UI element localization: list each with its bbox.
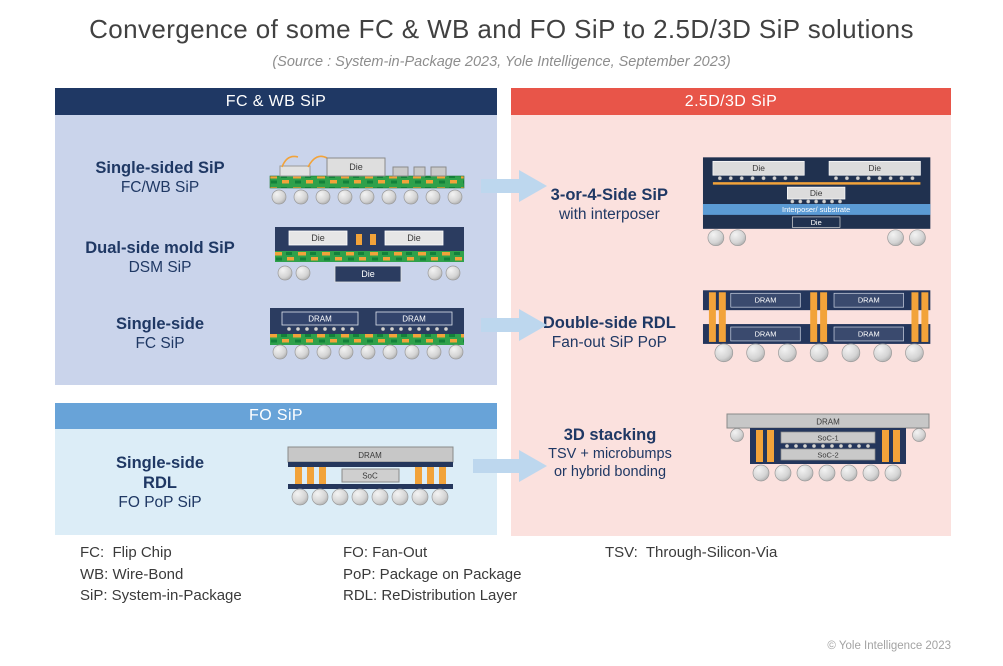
row-title: 3-or-4-Side SiP (550, 186, 669, 204)
die-label: Die (868, 163, 881, 173)
row-subtitle: FC SiP (135, 335, 185, 352)
panel-header-25d-3d-sip: 2.5D/3D SiP (511, 88, 951, 115)
row-labels: Single-side FC SiP (55, 314, 265, 353)
chip-illustration-fo-pop: DRAM SoC (287, 446, 454, 506)
dram-label: DRAM (754, 296, 776, 305)
row-subtitle: FO PoP SiP (118, 493, 202, 511)
row-labels: Single-side RDL FO PoP SiP (55, 453, 265, 512)
legend-item-sip: SiP: System-in-Package (80, 587, 242, 604)
row-3d-stacking: 3D stacking TSV + microbumps or hybrid b… (511, 412, 951, 494)
panel-body-25d-3d-sip: 3-or-4-Side SiP with interposer Die Die … (511, 115, 951, 536)
legend-item-tsv: TSV: Through-Silicon-Via (605, 544, 778, 561)
flow-arrow-icon-fc-to-double-side-rdl (481, 309, 547, 341)
chip-illustration-3d-stacking: DRAM SoC-1 SoC-2 (726, 413, 930, 482)
soc-label: SoC (362, 472, 378, 481)
legend-item-wb: WB: Wire-Bond (80, 565, 184, 583)
row-single-side-fc-sip: Single-side FC SiP DRAM DRAM (55, 307, 497, 360)
row-labels: Dual-side mold SiP DSM SiP (55, 238, 265, 277)
legend-item-pop: PoP: Package on Package (343, 565, 522, 583)
dram-label: DRAM (858, 329, 880, 338)
panel-header-fc-wb-sip: FC & WB SiP (55, 88, 497, 115)
row-double-side-rdl: Double-side RDL Fan-out SiP PoP DRAM DRA… (511, 288, 951, 376)
page-title: Convergence of some FC & WB and FO SiP t… (89, 14, 914, 44)
die-label: Die (361, 269, 375, 279)
row-subtitle: TSV + microbumps (548, 446, 672, 462)
legend-col-tsv: TSV: Through-Silicon-Via (605, 542, 777, 564)
die-label: Die (752, 163, 765, 173)
die-label: Die (810, 218, 821, 227)
panel-header-fo-sip: FO SiP (55, 403, 497, 429)
die-label: Die (810, 188, 823, 198)
chip-illustration-single-side-fc: DRAM DRAM (270, 307, 464, 359)
row-single-sided-sip: Single-sided SiP FC/WB SiP Die (55, 149, 497, 207)
dram-label: DRAM (816, 418, 840, 427)
row-title: Single-sided SiP (95, 159, 225, 177)
row-title-line1: Single-side (115, 453, 205, 472)
row-3-or-4-side-sip: 3-or-4-Side SiP with interposer Die Die … (511, 157, 951, 252)
panel-fc-wb-sip: FC & WB SiP Single-sided SiP FC/WB SiP D… (55, 88, 497, 385)
flow-arrow-icon-fcwb-to-3or4side (481, 170, 547, 202)
row-single-side-rdl: Single-side RDL FO PoP SiP DRAM SoC (55, 445, 497, 519)
row-subtitle-line2: or hybrid bonding (553, 464, 667, 480)
die-label: Die (311, 233, 325, 243)
die-label: Die (407, 233, 421, 243)
row-title: Single-side (115, 315, 205, 333)
row-title: Double-side RDL (542, 313, 676, 332)
soc2-label: SoC-2 (817, 451, 838, 460)
legend-item-fo: FO: Fan-Out (343, 544, 428, 561)
dram-label: DRAM (754, 329, 776, 338)
flow-arrow-icon-fo-to-3d-stacking (473, 450, 547, 482)
chip-illustration-dual-side-mold: Die Die Die (275, 227, 464, 283)
legend-item-rdl: RDL: ReDistribution Layer (343, 587, 518, 604)
row-subtitle: with interposer (558, 206, 660, 223)
row-subtitle: Fan-out SiP PoP (551, 333, 667, 351)
dram-label: DRAM (358, 451, 382, 460)
row-title-line2: RDL (143, 473, 177, 492)
legend-col-fc-wb-sip: FC: Flip Chip WB: Wire-Bond SiP: System-… (80, 542, 242, 607)
row-labels: 3D stacking TSV + microbumps or hybrid b… (519, 425, 701, 481)
legend-item-fc: FC: Flip Chip (80, 544, 172, 561)
row-subtitle: FC/WB SiP (120, 179, 200, 196)
source-subtitle: (Source : System-in-Package 2023, Yole I… (272, 54, 731, 70)
chip-illustration-double-side-rdl: DRAM DRAM DRAM DRAM (702, 290, 931, 363)
chip-illustration-single-sided-sip: Die (269, 155, 465, 204)
interposer-label: Interposer/ substrate (782, 205, 850, 214)
panel-body-fo-sip: Single-side RDL FO PoP SiP DRAM SoC (55, 429, 497, 535)
row-labels: 3-or-4-Side SiP with interposer (519, 185, 700, 224)
row-title: 3D stacking (563, 426, 657, 444)
dram-label: DRAM (402, 314, 426, 323)
row-subtitle: DSM SiP (128, 258, 192, 276)
die-label: Die (349, 162, 363, 172)
panel-body-fc-wb-sip: Single-sided SiP FC/WB SiP Die (55, 115, 497, 385)
panel-fo-sip: FO SiP Single-side RDL FO PoP SiP DRAM (55, 403, 497, 535)
panel-25d-3d-sip: 2.5D/3D SiP 3-or-4-Side SiP with interpo… (511, 88, 951, 536)
row-labels: Single-sided SiP FC/WB SiP (55, 158, 265, 197)
dram-label: DRAM (308, 314, 332, 323)
legend-col-fo-pop-rdl: FO: Fan-Out PoP: Package on Package RDL:… (343, 542, 521, 607)
copyright-notice: © Yole Intelligence 2023 (827, 640, 951, 652)
row-title: Dual-side mold SiP (85, 238, 235, 257)
chip-illustration-3-or-4-side: Die Die Die Interposer/ substrate (702, 157, 931, 247)
dram-label: DRAM (858, 296, 880, 305)
row-labels: Double-side RDL Fan-out SiP PoP (519, 313, 700, 352)
soc1-label: SoC-1 (817, 434, 838, 443)
row-dual-side-mold-sip: Dual-side mold SiP DSM SiP Die Die Die (55, 226, 497, 288)
